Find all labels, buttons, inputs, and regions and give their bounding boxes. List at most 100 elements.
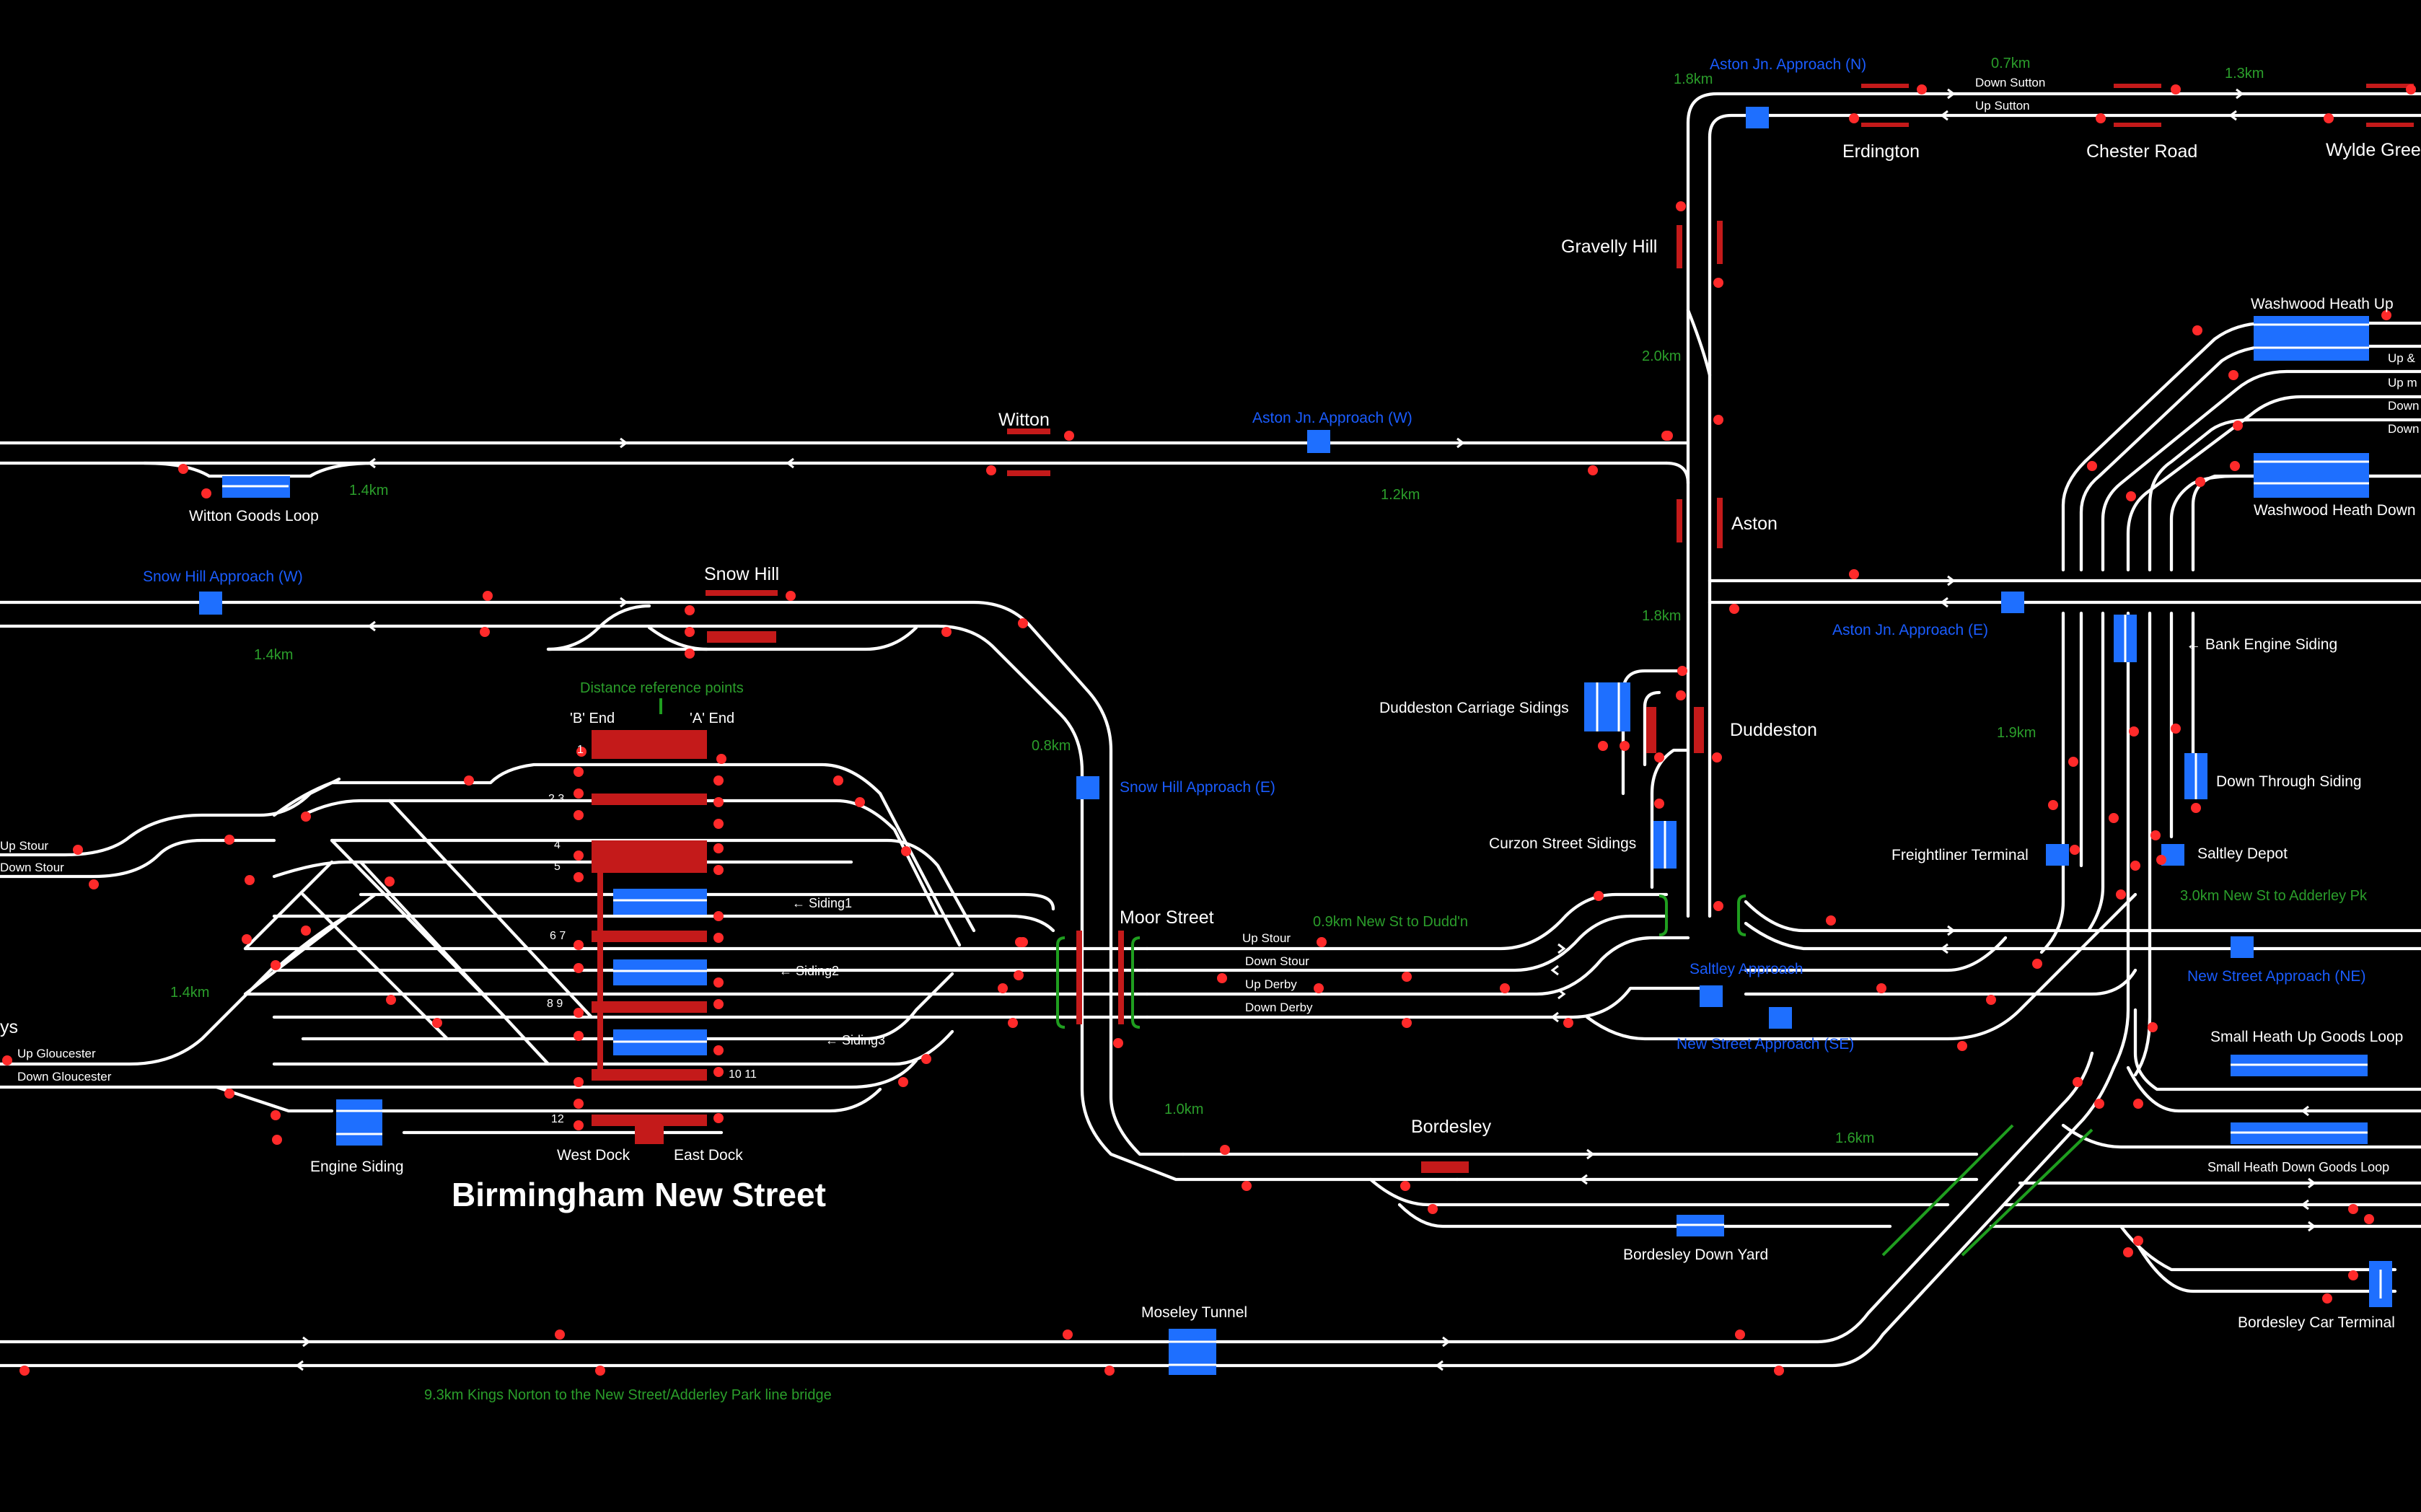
signal <box>713 1113 724 1123</box>
signal <box>1713 901 1723 911</box>
track-snowhill-up <box>0 600 1185 1156</box>
platform-ns-2 <box>592 794 707 805</box>
signal <box>2070 845 2080 855</box>
platform-snowhill-2 <box>707 631 776 643</box>
label-platform-10-11: 10 11 <box>729 1068 757 1081</box>
label-duddeston-carriage: Duddeston Carriage Sidings <box>1379 700 1569 716</box>
label-line-down-stour-w: Down Stour <box>0 861 64 874</box>
signal <box>2123 1247 2133 1257</box>
signal <box>574 1008 584 1018</box>
track-ns-x8 <box>214 1085 334 1113</box>
signal <box>685 627 695 637</box>
label-dist-1-8km-aston: 1.8km <box>1642 608 1681 624</box>
label-aston-jn-e: Aston Jn. Approach (E) <box>1832 622 1988 638</box>
platform-ns-12 <box>592 1115 707 1126</box>
direction-arrows <box>295 88 2316 1371</box>
signal <box>432 1018 442 1028</box>
label-dist-1-4km-snowhill: 1.4km <box>254 647 293 663</box>
track-saltley-east-4 <box>1744 968 2137 996</box>
marker-moseley-diag-2 <box>1961 1128 2093 1257</box>
signal <box>1113 1038 1123 1048</box>
signal <box>2192 325 2202 335</box>
signal <box>574 850 584 861</box>
label-dist-1-4km-witton: 1.4km <box>349 483 388 498</box>
track-small-heath-3 <box>2061 1123 2421 1149</box>
label-dist-1-6km: 1.6km <box>1835 1130 1874 1146</box>
signal <box>1563 1018 1573 1028</box>
platform-wylde-2 <box>2366 123 2414 127</box>
signal <box>1620 741 1630 751</box>
track-saltley-east-2 <box>1744 921 2421 951</box>
signal <box>1957 1041 1967 1051</box>
signal <box>1220 1145 1230 1155</box>
track-ns-p4 <box>330 838 976 933</box>
label-witton-goods-loop: Witton Goods Loop <box>189 508 319 524</box>
label-line-up-stour-w: Up Stour <box>0 839 48 853</box>
signal <box>2230 461 2240 471</box>
label-line-up-gloucester: Up Gloucester <box>17 1047 96 1060</box>
signal <box>301 812 311 822</box>
signal <box>385 876 395 887</box>
label-freightliner: Freightliner Terminal <box>1891 847 2029 863</box>
signal <box>1712 752 1722 762</box>
track-moseley-up <box>0 1051 2094 1344</box>
signal <box>2133 1099 2143 1109</box>
label-platform-6-7: 6 7 <box>550 930 566 942</box>
label-washwood-down: Washwood Heath Down <box>2254 502 2416 519</box>
label-snowhill-e: Snow Hill Approach (E) <box>1120 779 1275 796</box>
station-erdington: Erdington <box>1842 141 1920 162</box>
signal <box>271 960 281 970</box>
signal <box>713 797 724 807</box>
signal <box>713 843 724 853</box>
label-curzon-street: Curzon Street Sidings <box>1489 835 1636 852</box>
signal <box>1402 1018 1412 1028</box>
signal <box>786 591 796 601</box>
label-line-up-derby: Up Derby <box>1245 977 1297 991</box>
signal <box>1676 201 1686 211</box>
signal <box>713 911 724 921</box>
platform-bordesley <box>1421 1161 1469 1173</box>
signal <box>2133 1236 2143 1246</box>
label-line-down-derby: Down Derby <box>1245 1001 1313 1014</box>
track-ns-x3 <box>243 892 377 996</box>
signal <box>2322 1293 2332 1304</box>
track-down-stour-east <box>1145 914 1669 972</box>
signal <box>1654 799 1664 809</box>
signal <box>898 1077 908 1087</box>
station-moor-street: Moor Street <box>1120 907 1214 928</box>
label-small-heath-down: Small Heath Down Goods Loop <box>2207 1160 2389 1174</box>
label-dist-3-0km: 3.0km New St to Adderley Pk <box>2180 888 2368 904</box>
signal <box>1400 1181 1410 1191</box>
label-distance-ref: Distance reference points <box>580 680 744 696</box>
label-platform-4: 4 <box>554 839 561 851</box>
track-ns-down-stour-w <box>0 838 276 879</box>
label-dist-2-0km: 2.0km <box>1642 348 1681 364</box>
signal <box>713 865 724 875</box>
platform-erdington-2 <box>1861 123 1909 127</box>
signal <box>1917 84 1927 94</box>
signal <box>1826 915 1836 926</box>
label-ns-approach-se: New Street Approach (SE) <box>1677 1036 1854 1052</box>
station-snow-hill: Snow Hill <box>704 564 779 584</box>
label-line-up-stour: Up Stour <box>1242 931 1291 945</box>
platform-ns-6 <box>592 931 707 942</box>
signal <box>1876 983 1886 993</box>
signal <box>245 875 255 885</box>
platform-ns-spine <box>597 873 603 1075</box>
signal <box>1774 1366 1784 1376</box>
signal <box>1015 937 1025 947</box>
label-dist-9-3km: 9.3km Kings Norton to the New Street/Add… <box>424 1387 832 1403</box>
track-ns-up-glouc-w <box>0 964 276 1066</box>
signal <box>224 1089 234 1099</box>
signal <box>1500 983 1510 993</box>
signal <box>2150 830 2161 840</box>
signal <box>716 754 726 764</box>
track-washwood-3 <box>2101 369 2421 572</box>
track-moseley-down <box>0 1065 2116 1368</box>
signal <box>1849 113 1859 123</box>
platform-gravelly-1 <box>1677 225 1682 268</box>
signal <box>201 488 211 498</box>
track-ns-down-glouc-w <box>0 1058 918 1089</box>
block-engine-siding <box>336 1099 382 1146</box>
track-saltley-vertical-1 <box>2039 611 2065 954</box>
